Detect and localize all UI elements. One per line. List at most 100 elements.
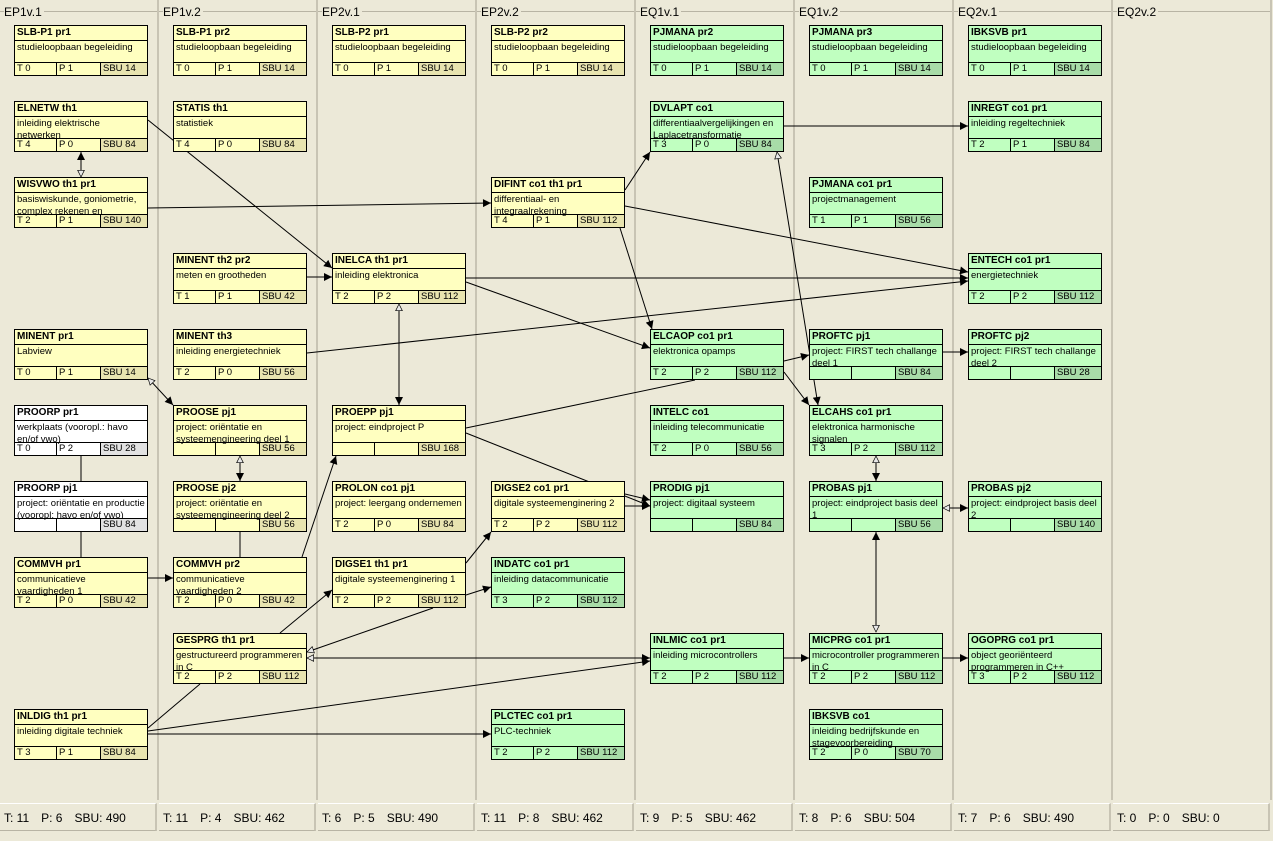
course-title: inleiding microcontrollers — [653, 650, 758, 661]
course-code: PJMANA pr3 — [810, 26, 942, 41]
course-code: DIFINT co1 th1 pr1 — [492, 178, 624, 193]
course-sbu: SBU 28 — [1055, 367, 1101, 379]
column-header-line — [0, 11, 157, 12]
course-code: COMMVH pr1 — [15, 558, 147, 573]
course-code: STATIS th1 — [174, 102, 306, 117]
prerequisite-arrow — [624, 151, 651, 191]
column-label: EQ1v.1 — [640, 5, 682, 19]
course-sbu: SBU 140 — [1055, 519, 1101, 531]
course-code: COMMVH pr2 — [174, 558, 306, 573]
course-code: PROLON co1 pj1 — [333, 482, 465, 497]
course-code: PJMANA co1 pr1 — [810, 178, 942, 193]
totals-sbu: SBU: 490 — [74, 811, 126, 825]
course-code: INDATC co1 pr1 — [492, 558, 624, 573]
course-title: inleiding elektronica — [335, 270, 419, 281]
course-title: project: leergang ondernemen — [335, 498, 462, 509]
course-code: PROFTC pj2 — [969, 330, 1101, 345]
course-practical-hours: P 0 — [852, 747, 896, 759]
course-theory-hours: T 3 — [969, 671, 1011, 683]
course-practical-hours: P 1 — [534, 63, 578, 75]
course-sbu: SBU 84 — [737, 139, 783, 151]
column-label: EP1v.2 — [163, 5, 203, 19]
course-theory-hours: T 2 — [810, 671, 852, 683]
prerequisite-arrow — [306, 607, 434, 654]
course-theory-hours: T 2 — [333, 519, 375, 531]
course-code: SLB-P1 pr1 — [15, 26, 147, 41]
course-theory-hours: T 3 — [810, 443, 852, 455]
totals-practical: P: 8 — [518, 811, 540, 825]
course-practical-hours — [1011, 367, 1055, 379]
course-sbu: SBU 56 — [260, 519, 306, 531]
course-code: WISVWO th1 pr1 — [15, 178, 147, 193]
course-title: energietechniek — [971, 270, 1039, 281]
totals-theory: T: 11 — [481, 811, 507, 825]
course-practical-hours — [375, 443, 419, 455]
course-code: INLMIC co1 pr1 — [651, 634, 783, 649]
course-code: PROEPP pj1 — [333, 406, 465, 421]
course-practical-hours: P 0 — [693, 139, 737, 151]
course-theory-hours: T 4 — [174, 139, 216, 151]
course-title: studieloopbaan begeleiding — [176, 42, 292, 53]
course-sbu: SBU 112 — [419, 291, 465, 303]
course-title: project: oriëntatie en systeemengineerin… — [176, 422, 290, 445]
course-title: studieloopbaan begeleiding — [653, 42, 769, 53]
course-practical-hours: P 2 — [693, 367, 737, 379]
course-theory-hours: T 2 — [492, 519, 534, 531]
course-code: MINENT pr1 — [15, 330, 147, 345]
prerequisite-arrow — [783, 371, 810, 406]
course-theory-hours: T 2 — [333, 595, 375, 607]
prerequisite-arrow — [147, 377, 174, 406]
